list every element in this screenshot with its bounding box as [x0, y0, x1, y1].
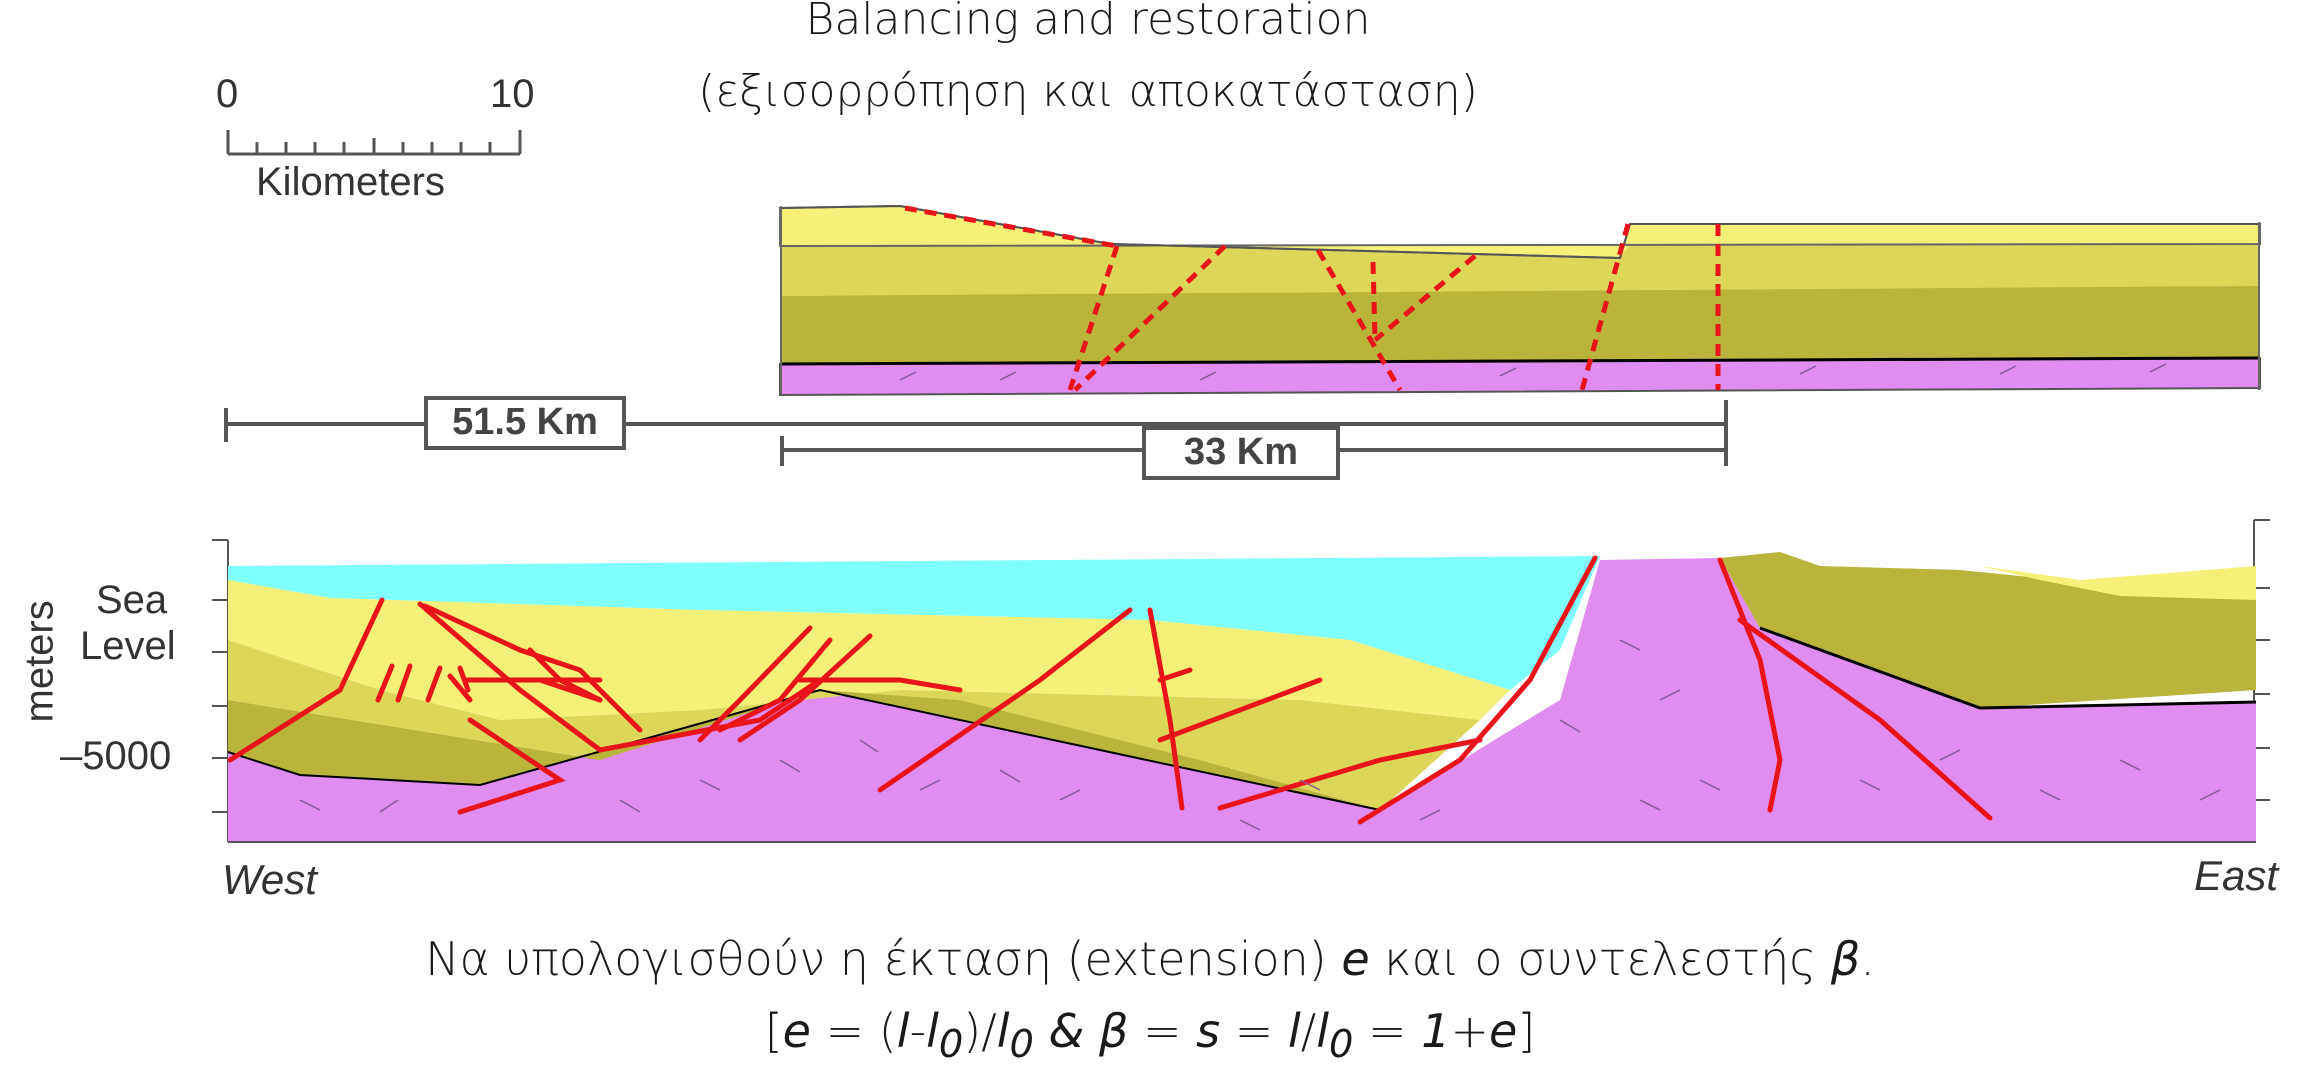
sea-level-label-1: Sea	[96, 578, 168, 622]
formula-eq2: =	[1128, 1004, 1197, 1058]
question-part-1: Να υπολογισθούν η έκταση (extension)	[425, 932, 1342, 986]
formula-minus: -	[909, 1004, 927, 1058]
formula: [e = (l-l0)/l0 & β = s = l/l0 = 1+e]	[300, 1004, 2000, 1067]
sea-level-label-2: Level	[80, 624, 176, 668]
formula-l2: l	[1287, 1004, 1301, 1058]
formula-open: [	[764, 1004, 783, 1058]
formula-plus: +	[1450, 1004, 1490, 1058]
formula-close: ]	[1517, 1004, 1536, 1058]
question-beta-symbol: β	[1830, 932, 1861, 986]
restored-section	[779, 204, 2261, 397]
axis-title: meters	[17, 600, 62, 723]
depth-label: –5000	[60, 734, 172, 778]
formula-eq1: = (	[810, 1004, 897, 1058]
formula-e2: e	[1489, 1004, 1518, 1058]
formula-sub0a: 0	[938, 1022, 964, 1067]
restored-length-label: 33 Km	[1142, 426, 1340, 480]
west-label: West	[222, 856, 317, 903]
formula-beta: β	[1099, 1004, 1129, 1058]
question-part-2: και ο συντελεστής	[1369, 932, 1831, 986]
formula-l0a: l	[926, 1004, 939, 1058]
title-line-1: Balancing and restoration	[805, 0, 1371, 45]
formula-l0b: l	[996, 1004, 1010, 1058]
formula-eq3: =	[1220, 1004, 1288, 1058]
formula-eq4: =	[1353, 1004, 1422, 1058]
formula-l: l	[896, 1004, 910, 1058]
formula-sub0c: 0	[1329, 1022, 1354, 1067]
restored-olive-layer	[780, 286, 2260, 364]
formula-amp: &	[1033, 1004, 1100, 1058]
deformed-faults	[227, 555, 1993, 825]
deformed-olive	[228, 690, 1380, 810]
restored-mid-layer	[780, 244, 2260, 296]
formula-slash: /	[1300, 1004, 1317, 1058]
question-part-3: .	[1860, 932, 1875, 986]
scale-unit-label: Kilometers	[256, 160, 445, 204]
question-e-symbol: e	[1341, 932, 1370, 986]
formula-sub0b: 0	[1009, 1022, 1034, 1067]
deformed-length-label: 51.5 Km	[424, 396, 626, 450]
east-label: East	[2194, 852, 2279, 899]
scale-label-start: 0	[216, 72, 239, 116]
scale-bar	[226, 130, 522, 156]
formula-div: )/	[963, 1004, 997, 1058]
formula-e: e	[782, 1004, 811, 1058]
sea	[228, 556, 1600, 690]
basement-texture	[299, 363, 2221, 831]
scale-label-end: 10	[490, 72, 535, 116]
formula-s: s	[1196, 1004, 1221, 1058]
formula-l0c: l	[1316, 1004, 1329, 1058]
restored-faults	[904, 205, 1721, 392]
title-line-2: (εξισορρόπηση και αποκατάσταση)	[698, 66, 1478, 117]
deformed-east-yellow	[1980, 566, 2256, 600]
formula-one: 1	[1421, 1004, 1451, 1058]
question-text: Να υπολογισθούν η έκταση (extension) e κ…	[300, 932, 2000, 986]
deformed-section	[212, 363, 2270, 843]
